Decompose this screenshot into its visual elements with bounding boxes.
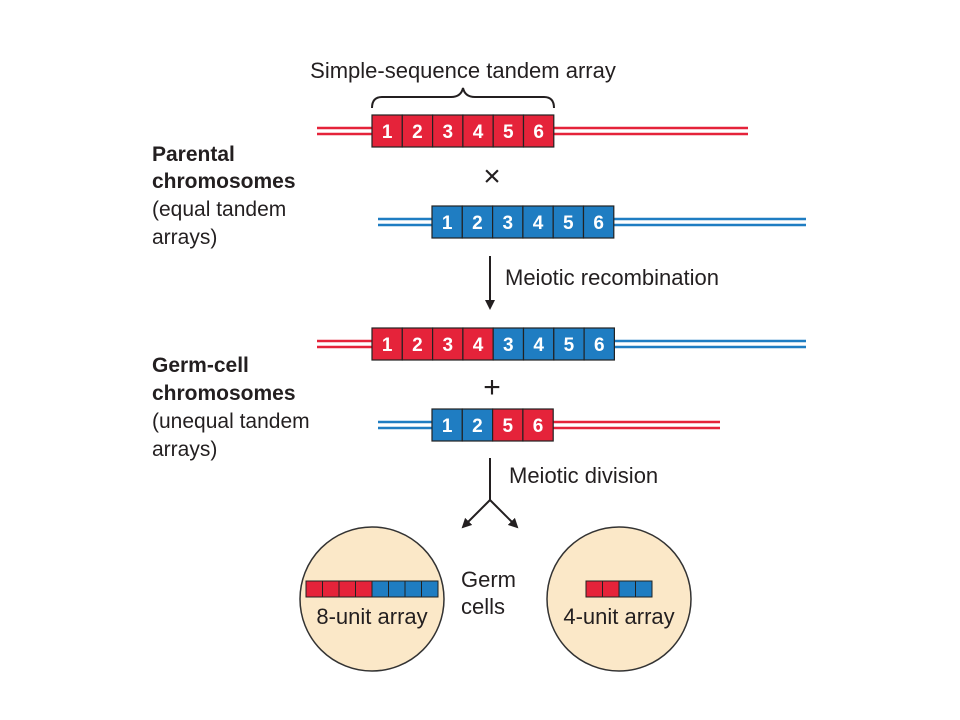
repeat-unit-box	[432, 114, 464, 148]
repeat-unit-box	[522, 327, 555, 361]
mini-repeat-unit	[338, 580, 356, 598]
division-label: Meiotic division	[509, 463, 658, 488]
mini-repeat-unit	[602, 580, 620, 598]
mini-repeat-unit	[355, 580, 373, 598]
repeat-unit-number: 3	[442, 122, 453, 143]
repeat-unit-box	[431, 205, 463, 239]
repeat-unit-box	[371, 114, 403, 148]
repeat-unit-box	[522, 408, 554, 442]
germ-sub-line1: (unequal tandem	[152, 410, 310, 433]
repeat-unit-box	[492, 327, 525, 361]
repeat-unit-box	[462, 327, 494, 361]
repeat-unit-number: 6	[533, 416, 544, 437]
repeat-unit-box	[553, 327, 585, 361]
array-brace	[371, 87, 555, 109]
germ-title-line2: chromosomes	[152, 382, 296, 405]
repeat-unit-box	[461, 205, 494, 239]
repeat-unit-box	[461, 408, 494, 442]
division-arrow-left	[461, 499, 491, 529]
repeat-unit-number: 5	[502, 416, 513, 437]
repeat-unit-number: 5	[563, 213, 574, 234]
mini-repeat-unit	[618, 580, 636, 598]
cell-left-caption: 8-unit array	[316, 604, 427, 629]
repeat-unit-box	[583, 327, 615, 361]
parental-title-line1: Parental	[152, 143, 235, 166]
mini-repeat-unit	[322, 580, 340, 598]
repeat-unit-number: 1	[382, 122, 393, 143]
repeat-unit-box	[371, 327, 403, 361]
repeat-unit-number: 1	[442, 416, 453, 437]
repeat-unit-box	[492, 205, 524, 239]
parental-sub-line2: arrays)	[152, 226, 217, 249]
germ-cell-left	[299, 526, 445, 672]
repeat-unit-number: 6	[594, 335, 605, 356]
repeat-unit-box	[582, 205, 615, 239]
repeat-unit-number: 2	[472, 213, 483, 234]
repeat-unit-number: 4	[533, 335, 544, 356]
repeat-unit-box	[552, 205, 585, 239]
mini-repeat-unit	[371, 580, 389, 598]
repeat-unit-number: 6	[593, 213, 604, 234]
parental-title-line2: chromosomes	[152, 170, 296, 193]
repeat-unit-number: 5	[564, 335, 575, 356]
array-label: Simple-sequence tandem array	[310, 58, 616, 83]
mini-repeat-unit	[635, 580, 653, 598]
repeat-unit-number: 2	[412, 335, 423, 356]
repeat-unit-number: 4	[533, 213, 544, 234]
mini-repeat-unit	[388, 580, 406, 598]
repeat-unit-number: 1	[382, 335, 393, 356]
repeat-unit-number: 3	[503, 335, 514, 356]
repeat-unit-box	[401, 114, 434, 148]
repeat-unit-number: 1	[442, 213, 453, 234]
repeat-unit-number: 5	[503, 122, 514, 143]
mini-repeat-unit	[585, 580, 603, 598]
germ-title-line1: Germ-cell	[152, 354, 249, 377]
repeat-unit-number: 3	[442, 335, 453, 356]
cross-symbol: ×	[483, 160, 501, 193]
repeat-unit-box	[431, 408, 463, 442]
cell-right-caption: 4-unit array	[563, 604, 674, 629]
germ-cells-label-line2: cells	[461, 594, 505, 619]
repeat-unit-number: 2	[472, 416, 483, 437]
parental-sub-line1: (equal tandem	[152, 198, 286, 221]
mini-repeat-unit	[421, 580, 439, 598]
germ-cell-right	[546, 526, 692, 672]
repeat-unit-box	[522, 114, 555, 148]
division-arrow-right	[489, 499, 519, 529]
recombination-label: Meiotic recombination	[505, 265, 719, 290]
mini-repeat-unit	[404, 580, 422, 598]
mini-repeat-unit	[305, 580, 323, 598]
repeat-unit-box	[401, 327, 434, 361]
repeat-unit-number: 2	[412, 122, 423, 143]
repeat-unit-number: 3	[502, 213, 513, 234]
repeat-unit-number: 4	[473, 335, 484, 356]
repeat-unit-box	[462, 114, 494, 148]
repeat-unit-number: 6	[533, 122, 544, 143]
repeat-unit-number: 4	[473, 122, 484, 143]
cell-left-array	[305, 580, 439, 598]
germ-cells-label-line1: Germ	[461, 567, 516, 592]
plus-symbol: +	[483, 371, 501, 404]
germ-sub-line2: arrays)	[152, 438, 217, 461]
cell-right-array	[585, 580, 653, 598]
